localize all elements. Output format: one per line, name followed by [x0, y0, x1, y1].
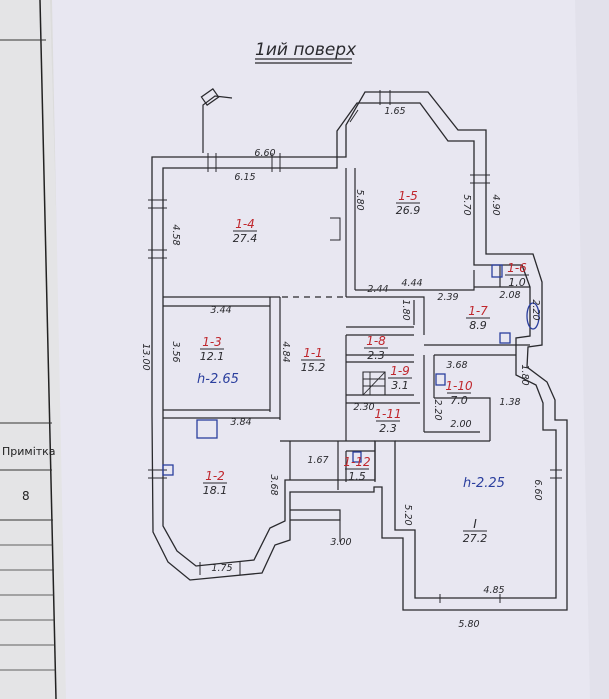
room-number: 1-7	[468, 304, 488, 318]
room-area: 1.0	[508, 276, 526, 289]
plan-title: 1ий поверх	[255, 40, 357, 60]
room-area: 2.3	[367, 349, 385, 362]
dimension-label: 5.80	[354, 189, 365, 210]
dimension-label: 1.80	[400, 299, 411, 320]
left-page-number: 8	[22, 489, 30, 503]
dimension-label: 3.56	[170, 341, 181, 362]
dimension-label: 3.44	[210, 305, 231, 316]
dimension-label: 5.70	[461, 194, 472, 215]
dimension-label: 4.84	[280, 341, 291, 362]
paper-sheet	[52, 0, 609, 699]
fixtures	[162, 264, 540, 476]
dimension-label: 4.44	[401, 278, 422, 289]
left-page: Примітка 8	[0, 0, 70, 699]
dimension-label: 1.65	[384, 106, 405, 117]
dimension-label: 2.39	[437, 292, 458, 303]
room-number: 1-4	[235, 217, 255, 231]
dimension-label: 4.90	[490, 194, 501, 215]
shower-icon	[499, 332, 511, 344]
room-area: 1.5	[348, 470, 366, 483]
room-number: I	[473, 517, 477, 531]
ceiling-height-note: h-2.25	[463, 476, 505, 491]
dimension-label: 2.20	[432, 399, 443, 420]
dimension-label: 3.00	[330, 537, 351, 548]
ceiling-height-note: h-2.65	[197, 372, 239, 387]
dimension-label: 5.20	[402, 504, 413, 525]
left-page-label: Примітка	[2, 445, 56, 458]
room-number: 1-2	[205, 469, 225, 483]
dimension-label: 2.30	[353, 402, 374, 413]
dimension-label: 2.20	[530, 299, 541, 320]
bathtub-icon	[526, 302, 540, 330]
room-area: 18.1	[203, 484, 228, 497]
dimension-label: 4.85	[483, 585, 504, 596]
dimension-label: 2.08	[499, 290, 520, 301]
room-area: 12.1	[200, 350, 225, 363]
cabinet-icon	[491, 264, 503, 278]
room-number: 1-10	[445, 379, 473, 393]
dimension-label: 13.00	[140, 343, 151, 370]
room-number: 1-11	[374, 407, 401, 421]
dimension-label: 4.58	[170, 224, 181, 245]
dimension-label: 3.68	[268, 474, 279, 495]
dimension-label: 2.00	[450, 419, 471, 430]
room-area: 8.9	[469, 319, 487, 332]
dimension-label: 6.60	[532, 479, 543, 500]
room-area: 3.1	[391, 379, 409, 392]
dimension-label: 1.38	[499, 397, 520, 408]
room-area: 2.3	[379, 422, 397, 435]
room-area: 26.9	[396, 204, 421, 217]
sink-icon	[162, 464, 174, 476]
dimension-label: 1.75	[211, 563, 232, 574]
room-number: 1-8	[366, 334, 386, 348]
room-number: 1-5	[398, 189, 418, 203]
dimension-label: 3.68	[446, 360, 467, 371]
dimension-label: 3.84	[230, 417, 251, 428]
room-number: 1-12	[343, 455, 370, 469]
room-area: 27.2	[463, 532, 488, 545]
dimension-label: 1.67	[307, 455, 328, 466]
dimension-label: 2.44	[367, 284, 388, 295]
room-area: 27.4	[233, 232, 258, 245]
room-number: 1-6	[507, 261, 527, 275]
washbasin-icon	[435, 373, 446, 386]
room-number: 1-1	[303, 346, 323, 360]
walls	[148, 88, 568, 611]
dimension-label: 1.80	[519, 364, 530, 385]
dimension-label: 6.60	[254, 148, 275, 159]
room-area: 7.0	[450, 394, 468, 407]
room-number: 1-9	[390, 364, 410, 378]
toilet-icon	[352, 451, 362, 463]
dimension-label: 6.15	[234, 172, 255, 183]
room-area: 15.2	[301, 361, 326, 374]
room-number: 1-3	[202, 335, 222, 349]
stove-icon	[196, 419, 218, 439]
dimension-label: 5.80	[458, 619, 479, 630]
